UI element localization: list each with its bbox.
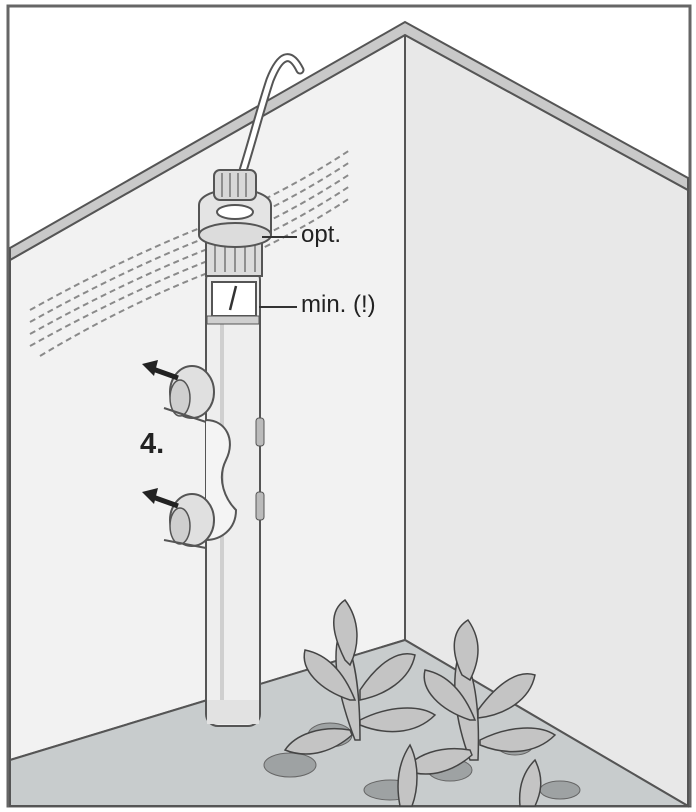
push-arrow-upper [142, 360, 179, 381]
minimum-water-level-label: min. (!) [301, 291, 376, 318]
aquarium-heater [198, 169, 272, 727]
suction-cup-lower [163, 493, 215, 549]
water-surface-waves [29, 149, 351, 357]
tank-rim [9, 20, 689, 262]
push-arrow-lower [142, 488, 179, 509]
suction-cup-upper [163, 365, 215, 423]
step-number: 4. [140, 428, 165, 460]
optimal-water-level-label: opt. [301, 221, 342, 248]
aquarium-plants [283, 598, 557, 807]
